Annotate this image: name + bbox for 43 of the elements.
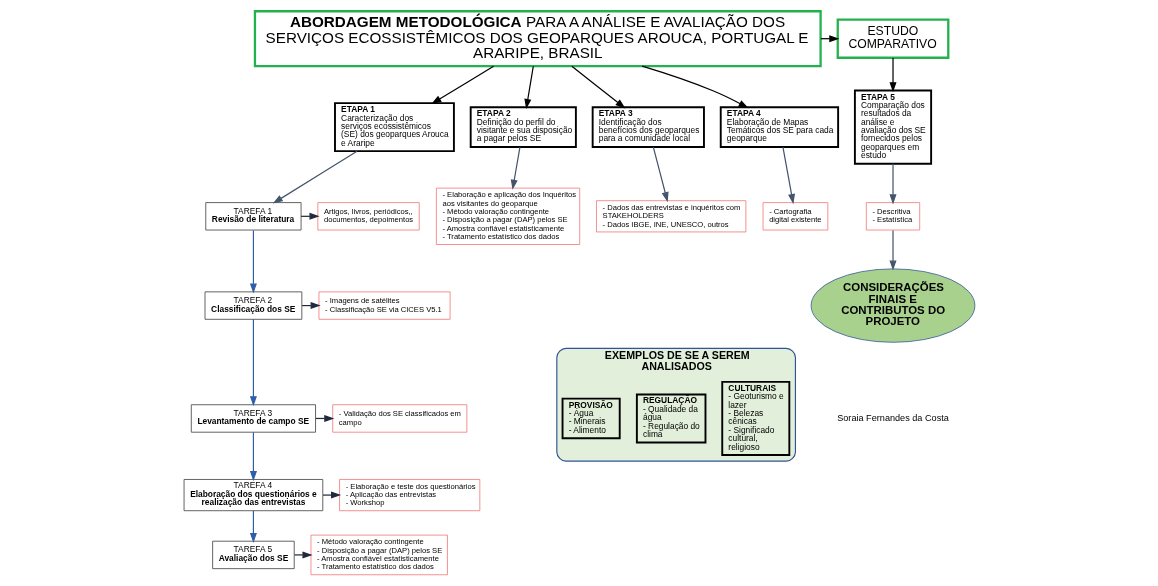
arrow xyxy=(293,551,312,559)
label: Soraia Fernandes da Costa xyxy=(836,412,949,423)
node-box: PROVISÃO - Água - Minerais - Alimento xyxy=(561,397,621,440)
node-box: - Validação dos SE classificados em campo xyxy=(331,404,467,433)
node-box: TAREFA 2 Classificação dos SE xyxy=(204,291,302,320)
node-box: - Elaboração e teste dos questionários - Aplicação das entrevistas - Workshop xyxy=(338,479,480,512)
arrow xyxy=(781,146,795,205)
arrow xyxy=(249,318,257,407)
arrow xyxy=(889,163,897,205)
arrow xyxy=(652,146,669,203)
arrow xyxy=(641,65,749,109)
arrow xyxy=(570,65,625,109)
node-box: - Descritiva - Estatística xyxy=(865,202,920,231)
node-box: - Cartografia digital existente xyxy=(762,202,828,231)
node-box: CULTURAIS - Geoturismo e lazer - Belezas cênicas - Significado cultural, religioso xyxy=(720,380,790,456)
node-ellipse: CONSIDERAÇÕES FINAIS E CONTRIBUTOS DO PROJETO xyxy=(810,268,975,343)
arrow xyxy=(889,57,897,93)
node-box: - Método valoração contingente - Disposição a pagar (DAP) pelos SE - Amostra confiável estatisticamente - Tratamento estatístico dos dados xyxy=(310,534,448,576)
arrow xyxy=(321,491,341,499)
node-box: ETAPA 5 Comparação dos resultados da análise e avaliação dos SE fornecidos pelos geoparques em estudo xyxy=(853,89,932,165)
arrow xyxy=(889,229,897,271)
arrow xyxy=(249,431,257,482)
node-box: ETAPA 3 Identificação dos benefícios dos geoparques para a comunidade local xyxy=(591,106,705,148)
node-box: - Elaboração e aplicação dos Inquéritos aos visitantes do geoparque - Método valoração contingente - Disposição a pagar (DAP) pelos SE - Amostra confiável estatisticamente - Tratamento estatístico dos dados xyxy=(435,187,580,245)
arrow xyxy=(249,510,257,543)
arrow xyxy=(430,65,494,104)
node-box: ETAPA 1 Caracterização dos serviços ecossistêmicos (SE) dos geoparques Arouca e Araripe xyxy=(333,102,455,153)
node-box: TAREFA 4 Elaboração dos questionários e realização das entrevistas xyxy=(183,479,323,512)
node-box: TAREFA 3 Levantamento de campo SE xyxy=(190,404,316,433)
arrow xyxy=(523,65,534,110)
node-box: - Dados das entrevistas e inquéritos com STAKEHOLDERS - Dados IBGE, INE, UNESCO, outros xyxy=(595,200,746,233)
arrow xyxy=(249,229,257,294)
node-box: ETAPA 2 Definição do perfil do visitante e sua disposição a pagar pelos SE xyxy=(469,106,577,148)
arrow xyxy=(272,150,358,204)
node-box: ESTUDO COMPARATIVO xyxy=(836,18,949,59)
node-box: Artigos, livros, periódicos,, documentos, depoimentos xyxy=(316,202,420,231)
node-box: - Imagens de satélites - Classificação SE via CICES V5.1 xyxy=(318,291,450,320)
node-box: TAREFA 1 Revisão de literatura xyxy=(204,202,302,231)
node-box: ABORDAGEM METODOLÓGICA PARA A ANÁLISE E AVALIAÇÃO DOS SERVIÇOS ECOSSISTÊMICOS DOS GEOPARQUES AROUCA, PORTUGAL E ARARIPE, BRASIL xyxy=(253,10,822,68)
node-box: REGULAÇÃO - Qualidade da água - Regulação do clima xyxy=(635,393,706,444)
arrow xyxy=(510,146,521,190)
node-box: ETAPA 4 Elaboração de Mapas Temáticos dos SE para cada geoparque xyxy=(719,106,839,148)
node-box: TAREFA 5 Avaliação dos SE xyxy=(211,540,295,570)
